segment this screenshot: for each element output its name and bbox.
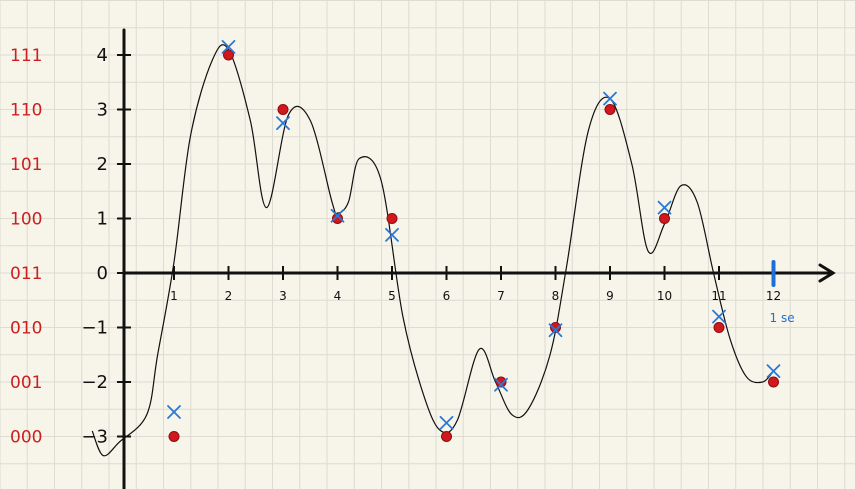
cross-stroke <box>766 364 781 379</box>
quantized-point <box>550 322 561 333</box>
quantized-point <box>768 376 779 388</box>
sampled-cross <box>712 309 726 324</box>
cross-stroke <box>494 377 508 392</box>
code-label: 011 <box>10 264 42 284</box>
y-tick-label: 0 <box>97 263 108 284</box>
x-tick-label: 3 <box>279 289 287 303</box>
ticks <box>117 54 776 438</box>
quantized-point <box>659 213 670 224</box>
sampled-cross <box>657 200 672 215</box>
signal-curve-layer <box>91 44 774 457</box>
cross-stroke <box>330 208 345 223</box>
y-tick-label: 2 <box>97 154 108 175</box>
cross-stroke <box>657 200 672 215</box>
annotation-label: 1 se <box>770 311 795 325</box>
sampled-cross <box>221 39 236 54</box>
x-tick-label: 2 <box>225 289 233 303</box>
quantized-point <box>277 104 289 115</box>
sampled-cross <box>330 208 345 223</box>
y-tick-label: 1 <box>97 209 108 230</box>
code-label: 101 <box>10 155 42 175</box>
code-label: 100 <box>10 210 42 230</box>
quantized-point <box>332 213 343 224</box>
quantized-point <box>441 431 452 442</box>
code-label: 001 <box>10 373 42 393</box>
y-tick-label: −2 <box>81 372 108 393</box>
sampled-crosses-layer <box>167 39 781 430</box>
cross-stroke <box>276 116 290 131</box>
x-tick-label: 5 <box>388 289 396 303</box>
annotations: 1 se <box>770 311 795 325</box>
cross-stroke <box>712 309 726 324</box>
y-tick-label: 3 <box>97 100 108 121</box>
sampled-cross <box>494 377 508 392</box>
sampled-cross <box>167 405 181 419</box>
sampled-cross <box>439 415 454 430</box>
cross-stroke <box>221 39 236 54</box>
quantized-point <box>168 431 180 442</box>
x-tick-label: 7 <box>497 289 505 303</box>
x-axis-arrowhead <box>818 263 836 283</box>
y-tick-label: −1 <box>81 318 108 339</box>
x-tick-label: 4 <box>334 289 342 303</box>
code-label: 111 <box>10 46 42 66</box>
x-tick-label: 6 <box>443 289 451 303</box>
cross-stroke <box>167 405 181 419</box>
quantized-point <box>604 104 616 115</box>
code-label: 110 <box>10 101 42 121</box>
x-tick-label: 1 <box>170 289 178 303</box>
sampled-cross <box>766 364 781 379</box>
quantized-points-layer <box>168 49 779 442</box>
code-label: 000 <box>10 428 42 448</box>
code-label: 010 <box>10 319 42 339</box>
quantized-point <box>223 49 234 61</box>
x-tick-label: 9 <box>606 289 614 303</box>
sampled-cross <box>548 323 563 338</box>
x-tick-label: 8 <box>552 289 560 303</box>
quantized-point <box>495 376 507 388</box>
sampled-cross <box>603 91 617 106</box>
signal-curve <box>91 44 774 457</box>
x-tick-label: 12 <box>766 289 781 303</box>
y-tick-label: 4 <box>97 45 108 66</box>
sampled-cross <box>385 227 399 242</box>
quantized-point <box>386 213 398 224</box>
x-tick-label: 10 <box>657 289 672 303</box>
axes <box>122 28 836 489</box>
cross-stroke <box>548 323 563 338</box>
quantized-point <box>713 322 725 333</box>
cross-stroke <box>439 415 454 430</box>
sampled-cross <box>276 116 290 131</box>
cross-stroke <box>385 227 399 242</box>
cross-stroke <box>603 91 617 106</box>
